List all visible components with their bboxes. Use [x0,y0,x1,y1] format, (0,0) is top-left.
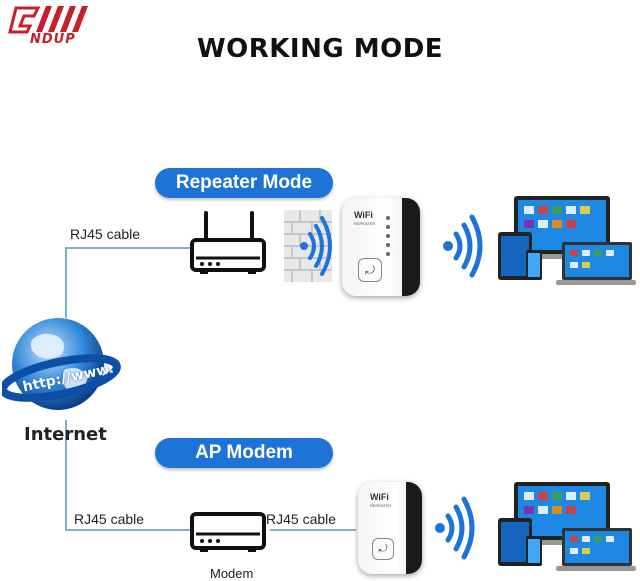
modem-icon [190,512,266,552]
wifi-broadcast-icon-ap [435,496,475,560]
wps-button: ⤾ [358,258,382,282]
wps-button-ap: ⤾ [372,538,394,560]
ap-cable-label-right: RJ45 cable [266,511,337,527]
router-icon [190,211,266,274]
ap-modem-pill: AP Modem [155,438,333,468]
wifi-repeater-device-ap: WiFi REPEATER ⤾ [358,482,422,574]
client-devices-icon [498,196,636,285]
repeater-mode-pill: Repeater Mode [155,168,333,198]
repeater-cable-label: RJ45 cable [70,226,141,242]
wifi-signal-icon [300,216,332,276]
page-title: WORKING MODE [196,34,444,64]
wifi-broadcast-icon [443,214,483,278]
logo-text: NDUP [30,32,76,47]
modem-label: Modem [210,566,254,581]
ap-cable-label-left: RJ45 cable [74,511,145,527]
wifi-repeater-device: WiFi REPEATER ⤾ [342,198,420,296]
repeater-sub-text: REPEATER [354,221,376,226]
logo-mark-icon [8,6,88,34]
repeater-cable-line [65,247,192,318]
brand-logo: NDUP [8,4,98,47]
internet-globe-icon [2,318,121,410]
internet-label: Internet [24,424,107,445]
repeater-brand-text: WiFi [354,210,373,220]
repeater-brand-text-ap: WiFi [370,492,389,502]
client-devices-icon-ap [498,482,636,571]
repeater-sub-text-ap: REPEATER [370,503,392,508]
ap-cable-line-left [65,420,192,531]
